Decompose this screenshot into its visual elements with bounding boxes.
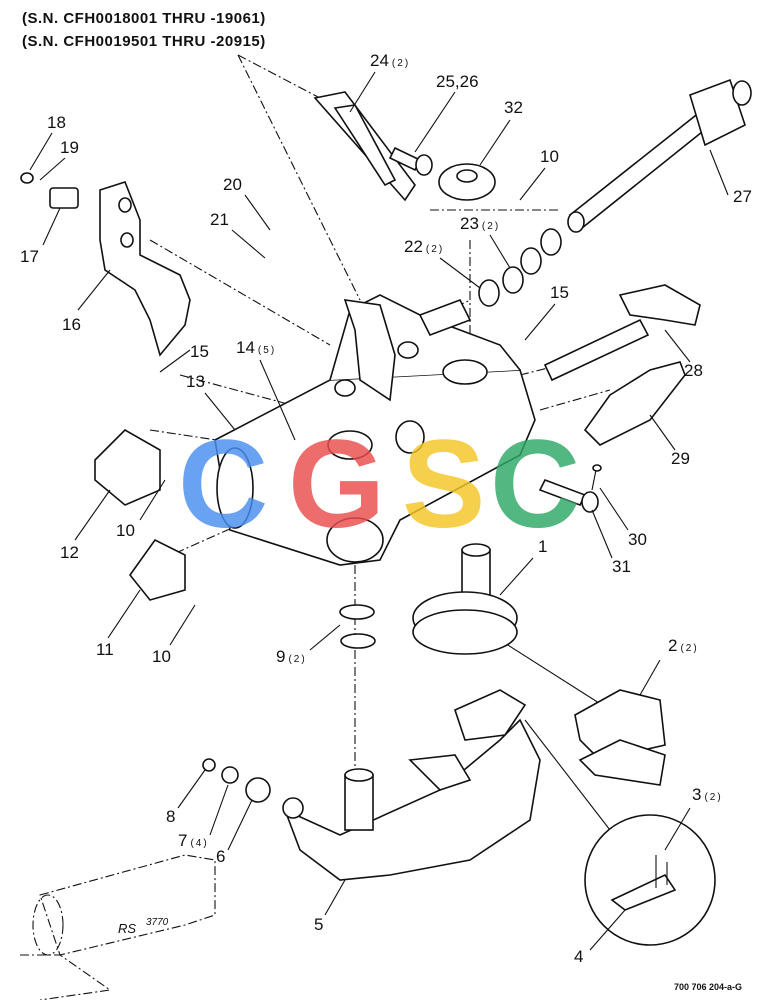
bushings-6-7-8: [202, 758, 271, 803]
lever-arm: [313, 91, 416, 202]
small-screw: [591, 464, 602, 491]
long-bolt: [538, 478, 599, 513]
decal-model: 3770: [146, 917, 169, 928]
callout-29: 29: [671, 449, 690, 468]
callout-7: 7(4): [178, 831, 209, 850]
callout-18: 18: [47, 113, 66, 132]
callout-21: 21: [210, 210, 229, 229]
spur-gear: [438, 163, 496, 201]
drive-pulley: [412, 543, 518, 655]
pivot-shaft: [543, 284, 701, 382]
watermark: C G S C: [178, 415, 580, 554]
phantom-motor: RS 3770: [20, 854, 216, 1000]
callout-25-26: 25,26: [436, 72, 479, 91]
assembly-lines: [149, 54, 611, 831]
callout-9: 9(2): [276, 647, 307, 666]
watermark-g: G: [288, 415, 385, 554]
callout-1: 1: [538, 537, 547, 556]
bevel-gear-12: [94, 429, 161, 506]
serial-range-1: (S.N. CFH0018001 THRU -19061): [22, 10, 266, 27]
spring: [49, 187, 79, 209]
spindle-shaft: [567, 78, 752, 233]
callout-16: 16: [62, 315, 81, 334]
curved-guards: [574, 689, 666, 786]
callout-15-right: 15: [550, 283, 569, 302]
bolt: [388, 146, 433, 176]
watermark-c2: C: [490, 415, 580, 554]
callout-2: 2(2): [668, 636, 699, 655]
callout-22: 22(2): [404, 237, 444, 256]
callout-15-left: 15: [190, 342, 209, 361]
decal-rs: RS: [118, 921, 136, 936]
callout-labels: 1 2(2) 3(2) 4 5 6 7(4) 8 9(2) 10 10 10 1…: [20, 51, 752, 966]
callout-28: 28: [684, 361, 703, 380]
callout-24: 24(2): [370, 51, 410, 70]
callout-10-top: 10: [540, 147, 559, 166]
callout-5: 5: [314, 915, 323, 934]
nut: [20, 172, 34, 184]
handle-bracket: [99, 181, 191, 357]
callout-3: 3(2): [692, 785, 723, 804]
callout-20: 20: [223, 175, 242, 194]
callout-23: 23(2): [460, 214, 500, 233]
callout-leaders: [29, 71, 729, 951]
watermark-s: S: [402, 415, 485, 554]
callout-27: 27: [733, 187, 752, 206]
callout-12: 12: [60, 543, 79, 562]
gearbox-housing: [214, 294, 536, 566]
callout-13: 13: [186, 372, 205, 391]
callout-10-mid: 10: [116, 521, 135, 540]
callout-11: 11: [96, 640, 114, 659]
callout-14: 14(5): [236, 338, 276, 357]
callout-17: 17: [20, 247, 39, 266]
watermark-c1: C: [178, 415, 268, 554]
figure-reference: 700 706 204-a-G: [673, 982, 742, 992]
callout-6: 6: [216, 847, 225, 866]
callout-4: 4: [574, 947, 583, 966]
callout-10-bottom: 10: [152, 647, 171, 666]
detail-callout: [584, 814, 716, 946]
callout-8: 8: [166, 807, 175, 826]
bevel-gear-11: [128, 538, 186, 601]
support-plate: [583, 361, 686, 446]
swing-arm: [282, 689, 541, 881]
callout-19: 19: [60, 138, 79, 157]
callout-32: 32: [504, 98, 523, 117]
serial-range-2: (S.N. CFH0019501 THRU -20915): [22, 33, 266, 50]
thrust-washers: [478, 228, 562, 307]
callout-30: 30: [628, 530, 647, 549]
callout-31: 31: [612, 557, 631, 576]
spacer-washers: [339, 604, 376, 649]
